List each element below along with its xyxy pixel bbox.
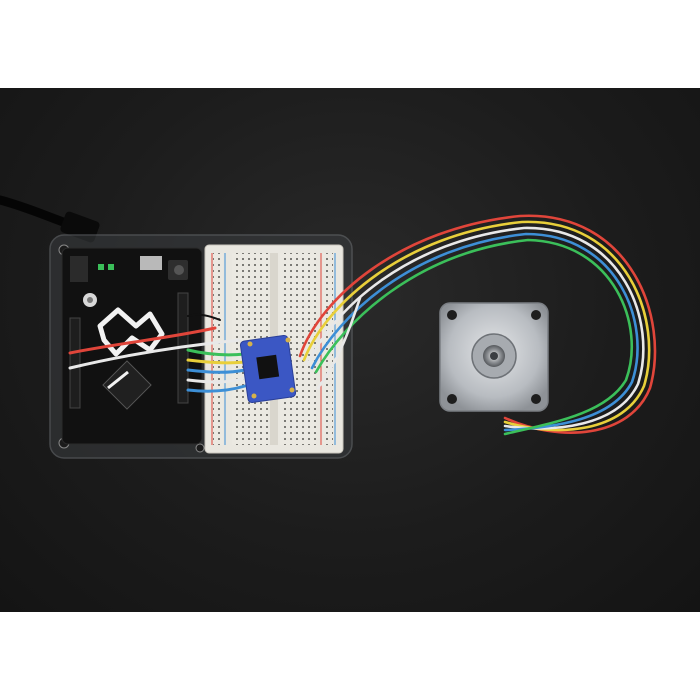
motor-wire-bundle bbox=[298, 214, 657, 436]
jumper-wires bbox=[68, 313, 247, 393]
tb6612-driver-breakout bbox=[239, 334, 297, 404]
stepper-driver-setup-illustration bbox=[0, 195, 657, 459]
nema17-stepper-motor bbox=[439, 302, 549, 412]
metro-microcontroller-board bbox=[61, 247, 203, 445]
product-photo bbox=[0, 88, 700, 612]
